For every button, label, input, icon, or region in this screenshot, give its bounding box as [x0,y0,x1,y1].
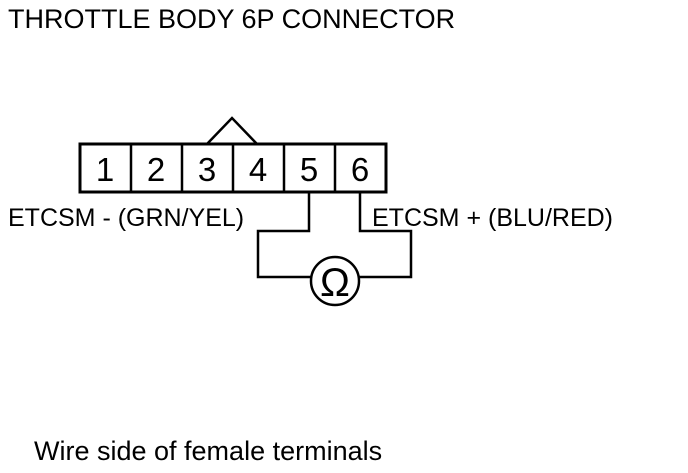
probe-lead-pin-5 [256,192,311,279]
pin-6: 6 [351,151,369,188]
ohmmeter-icon: Ω [309,255,361,307]
label-etcsm-plus: ETCSM + (BLU/RED) [372,204,613,232]
view-caption: Wire side of female terminals [34,436,382,466]
pin-numbers: 1 2 3 4 5 6 [96,151,369,188]
pin-3: 3 [198,151,216,188]
pin-5: 5 [300,151,318,188]
connector-dividers [129,144,337,192]
pin-1: 1 [96,151,114,188]
pin-2: 2 [147,151,165,188]
pin-4: 4 [249,151,267,188]
ohm-symbol: Ω [320,261,350,305]
diagram-title: THROTTLE BODY 6P CONNECTOR [8,4,455,34]
connector-lock-tab [206,116,258,145]
probe-lead-pin-6 [358,192,413,279]
ohmmeter-circle [309,255,361,307]
label-etcsm-minus: ETCSM - (GRN/YEL) [8,204,244,232]
